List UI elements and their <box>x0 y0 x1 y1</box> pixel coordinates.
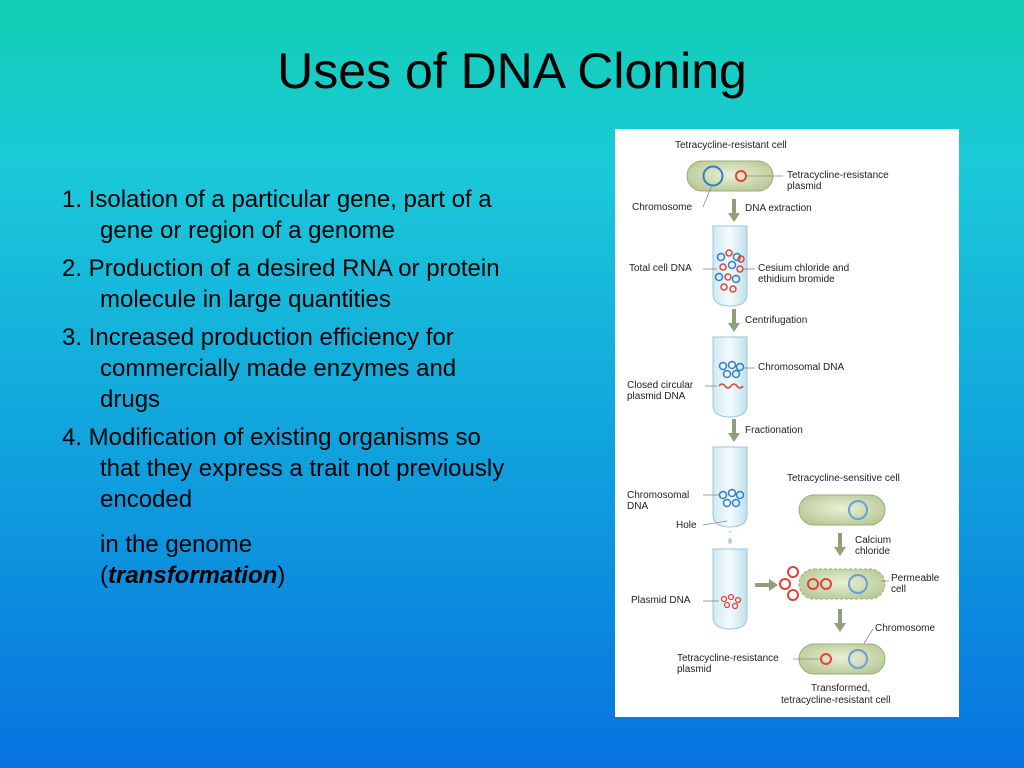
arrow-dna-extraction <box>728 199 740 222</box>
arrow-centrifugation <box>728 309 740 332</box>
label-chromosomal-1: Chromosomal <box>627 490 689 501</box>
label-tet-sensitive-cell: Tetracycline-sensitive cell <box>787 473 900 484</box>
label-dna-extraction: DNA extraction <box>745 203 812 214</box>
permeable-cell-shape <box>798 568 886 600</box>
label-chromosomal-2: DNA <box>627 501 648 512</box>
label-transformed-2: tetracycline-resistant cell <box>781 695 890 706</box>
bullet-item-4: 4. Modification of existing organisms so… <box>62 424 505 513</box>
label-cesium-2: ethidium bromide <box>758 274 835 285</box>
bullet-item-4-continuation: in the genome (transformation) <box>62 529 512 591</box>
label-total-cell-dna: Total cell DNA <box>629 263 692 274</box>
label-plasmid-dna: Plasmid DNA <box>631 595 691 606</box>
transformed-chromosome-icon <box>848 649 868 669</box>
bullet-item-2: 2. Production of a desired RNA or protei… <box>62 255 500 313</box>
chromosomal-fraction <box>718 488 745 508</box>
tube-plasmid-dna <box>712 548 748 630</box>
label-fractionation: Fractionation <box>745 425 803 436</box>
label-tet-resistant-cell: Tetracycline-resistant cell <box>675 140 787 151</box>
sensitive-chromosome-icon <box>848 500 868 520</box>
label-closed-circular-1: Closed circular <box>627 380 694 391</box>
label-tet-resistance-plasmid-b2: plasmid <box>677 664 711 675</box>
chromosomal-band <box>718 360 745 379</box>
arrow-calcium-chloride <box>834 533 846 556</box>
transformation-emphasis: transformation <box>108 562 278 589</box>
label-hole: Hole <box>676 520 697 531</box>
label-permeable-1: Permeable <box>891 573 940 584</box>
drip <box>728 529 732 533</box>
label-centrifugation: Centrifugation <box>745 315 807 326</box>
label-calcium-1: Calcium <box>855 535 891 546</box>
label-cesium-1: Cesium chloride and <box>758 263 849 274</box>
label-tet-resistance-plasmid-2: plasmid <box>787 181 821 192</box>
label-chromosome-2: Chromosome <box>875 623 935 634</box>
bullet-item-3: 3. Increased production efficiency for c… <box>62 324 457 413</box>
label-calcium-2: chloride <box>855 546 890 557</box>
tet-sensitive-cell-shape <box>798 494 886 526</box>
label-tet-resistance-plasmid-b1: Tetracycline-resistance <box>677 653 779 664</box>
bullet-4-cont-text: in the genome <box>100 531 253 558</box>
bullet-list: 1. Isolation of a particular gene, part … <box>62 184 512 591</box>
label-permeable-2: cell <box>891 584 906 595</box>
figure-svg: Tetracycline-resistant cell Tetracycline… <box>627 140 940 706</box>
plasmid-band <box>718 383 744 389</box>
tube-fractionation <box>712 446 748 528</box>
plasmid-fraction <box>720 593 742 610</box>
bullet-item-1: 1. Isolation of a particular gene, part … <box>62 186 492 244</box>
label-closed-circular-2: plasmid DNA <box>627 391 686 402</box>
label-transformed-1: Transformed, <box>811 683 870 694</box>
dna-cloning-figure: Tetracycline-resistant cell Tetracycline… <box>615 129 959 717</box>
free-plasmids <box>779 566 799 601</box>
bullet-4-open-paren: ( <box>100 562 108 589</box>
label-chromosome: Chromosome <box>632 202 692 213</box>
arrow-fractionation <box>728 419 740 442</box>
chromosome-icon <box>702 165 724 187</box>
arrow-plasmid-transfer <box>755 579 778 591</box>
slide-title: Uses of DNA Cloning <box>277 43 747 99</box>
label-chromosomal-dna: Chromosomal DNA <box>758 362 844 373</box>
arrow-transformation <box>834 609 846 632</box>
bullet-4-close-paren: ) <box>277 562 286 589</box>
label-tet-resistance-plasmid-1: Tetracycline-resistance <box>787 170 889 181</box>
